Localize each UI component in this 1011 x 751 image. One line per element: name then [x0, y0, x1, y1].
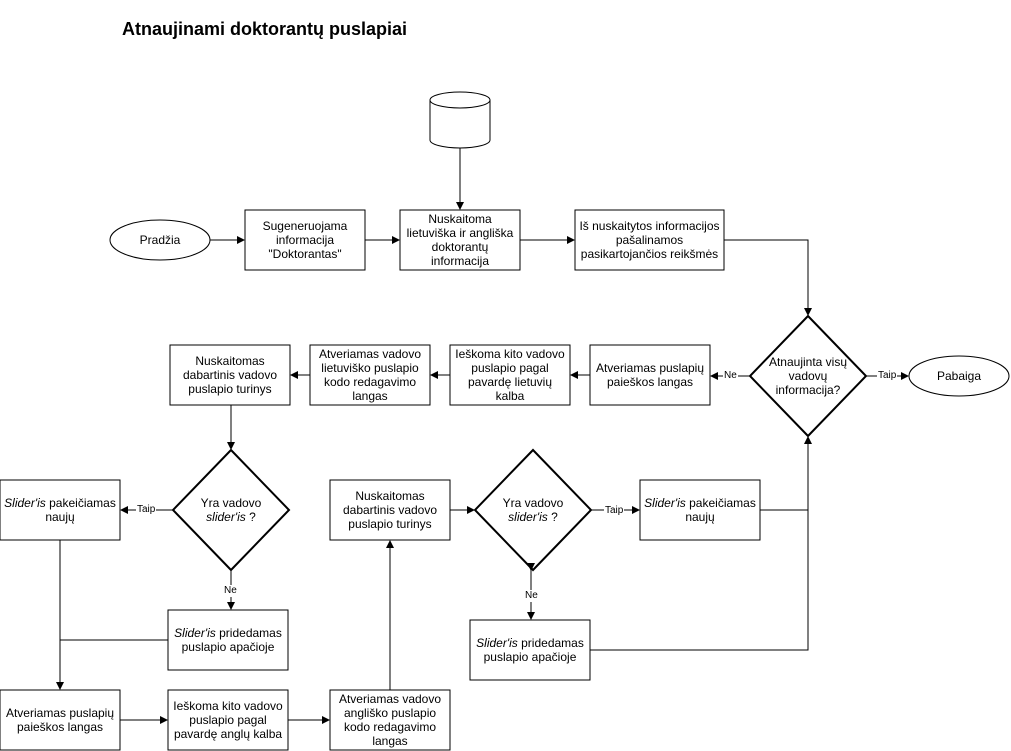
- database-icon: [429, 91, 491, 149]
- end-label: Pabaiga: [936, 369, 982, 383]
- open-editor-en-label: Atveriamas vadovo angliško puslapio kodo…: [338, 692, 442, 748]
- line-add-en-back: [590, 510, 809, 651]
- arrow-replace-en-back: [760, 436, 812, 511]
- edge-label-slider-lt-no: Ne: [223, 585, 238, 597]
- edge-label-all-updated-no: Ne: [723, 370, 738, 382]
- read-content-lt-box: [169, 344, 291, 406]
- search-lt-box: [449, 344, 571, 406]
- edge-label-slider-en-yes: Taip: [604, 505, 625, 517]
- open-search-en-box: [0, 689, 121, 751]
- open-search-lt-label: Atveriamas puslapių paieškos langas: [595, 361, 705, 389]
- replace-slider-en-label: Slider'is pakeičiamas naujų: [644, 496, 756, 524]
- search-en-label: Ieškoma kito vadovo puslapio pagal pavar…: [173, 699, 283, 741]
- add-slider-lt-label: Slider'is pridedamas puslapio apačioje: [174, 626, 282, 654]
- add-slider-en-label: Slider'is pridedamas puslapio apačioje: [476, 636, 584, 664]
- edge-label-slider-lt-yes: Taip: [136, 504, 157, 516]
- all-updated-label: Atnaujinta visų vadovų informacija?: [768, 355, 848, 397]
- generate-label: Sugeneruojama informacija "Doktorantas": [262, 219, 348, 261]
- remove-dups-box: [574, 209, 725, 271]
- replace-slider-en-box: [639, 479, 761, 541]
- edge-label-all-updated-yes: Taip: [877, 370, 898, 382]
- read-content-lt-label: Nuskaitomas dabartinis vadovo puslapio t…: [182, 354, 278, 396]
- end-terminator: [908, 355, 1010, 397]
- search-en-box: [167, 689, 289, 751]
- open-editor-lt-box: [309, 344, 431, 406]
- remove-dups-label: Iš nuskaitytos informacijos pašalinamos …: [579, 219, 720, 261]
- arrow-remove-to-decision: [724, 239, 812, 316]
- add-slider-lt-box: [167, 609, 289, 671]
- page-title: Atnaujinami doktorantų puslapiai: [122, 19, 408, 39]
- open-editor-lt-label: Atveriamas vadovo lietuviško puslapio ko…: [318, 347, 422, 403]
- start-label: Pradžia: [139, 233, 181, 247]
- generate-box: [244, 209, 366, 271]
- read-content-en-label: Nuskaitomas dabartinis vadovo puslapio t…: [342, 489, 438, 531]
- replace-slider-lt-label: Slider'is pakeičiamas naujų: [4, 496, 116, 524]
- edge-label-slider-en-no: Ne: [524, 590, 539, 602]
- search-lt-label: Ieškoma kito vadovo puslapio pagal pavar…: [455, 347, 565, 403]
- open-search-en-label: Atveriamas puslapių paieškos langas: [5, 706, 115, 734]
- open-search-lt-box: [589, 344, 711, 406]
- read-info-box: [399, 209, 521, 271]
- read-info-label: Nuskaitoma lietuviška ir angliška doktor…: [406, 212, 514, 268]
